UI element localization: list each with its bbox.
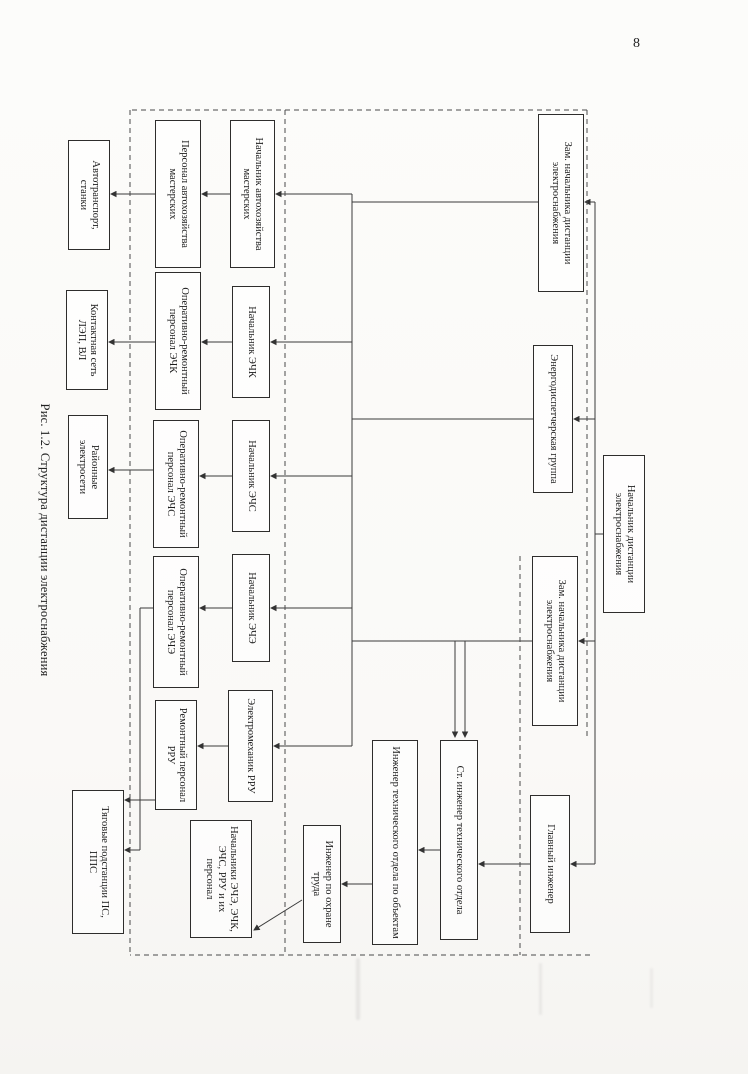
- node-staff-echk: Оперативно-ремонтный персонал ЭЧК: [155, 272, 201, 410]
- node-fac-auto-label: Автотранспорт, станки: [78, 160, 101, 230]
- node-root-label: Начальник дистанции электроснабжения: [613, 484, 636, 584]
- node-staff-eche: Оперативно-ремонтный персонал ЭЧЭ: [153, 556, 199, 688]
- node-heads-group-label: Начальники ЭЧЭ, ЭЧК, ЭЧС, РРУ и их персо…: [204, 826, 239, 932]
- node-head-echs: Начальник ЭЧС: [232, 420, 270, 532]
- dashed-level-separators: [129, 109, 590, 956]
- node-fac-traction-label: Тяговые подстанции ПС, ППС: [87, 806, 110, 918]
- node-staff-rru-label: Ремонтный персонал РРУ: [165, 707, 188, 803]
- node-chief-engineer-label: Главный инженер: [544, 824, 556, 904]
- node-head-echk-label: Начальник ЭЧК: [245, 306, 257, 378]
- node-staff-auto: Персонал автохозяйства мастерских: [155, 120, 201, 268]
- solid-connectors: [108, 190, 603, 931]
- node-staff-echk-label: Оперативно-ремонтный персонал ЭЧК: [167, 287, 190, 395]
- node-fac-contact-label: Контактная сеть ЛЭП, ВЛ: [76, 303, 99, 377]
- node-staff-echs-label: Оперативно-ремонтный персонал ЭЧС: [165, 430, 188, 538]
- node-deputy1: Зам. начальника дистанции электроснабжен…: [538, 114, 584, 292]
- node-head-auto: Начальник автохозяйства мастерских: [230, 120, 275, 268]
- node-senior-tech-engineer: Ст. инженер технического отдела: [440, 740, 478, 940]
- node-fac-contact: Контактная сеть ЛЭП, ВЛ: [66, 290, 108, 390]
- node-head-echs-label: Начальник ЭЧС: [245, 440, 257, 512]
- node-staff-echs: Оперативно-ремонтный персонал ЭЧС: [153, 420, 199, 548]
- node-electromech-rru: Электромеханик РРУ: [228, 690, 273, 802]
- node-electromech-rru-label: Электромеханик РРУ: [245, 698, 257, 794]
- node-head-echk: Начальник ЭЧК: [232, 286, 270, 398]
- figure-caption: Рис. 1.2. Структура дистанции электросна…: [38, 403, 52, 677]
- node-fac-regional-label: Районные электросети: [77, 439, 100, 495]
- node-chief-engineer: Главный инженер: [530, 795, 570, 933]
- node-deputy1-label: Зам. начальника дистанции электроснабжен…: [550, 141, 573, 265]
- node-heads-group: Начальники ЭЧЭ, ЭЧК, ЭЧС, РРУ и их персо…: [190, 820, 252, 938]
- node-head-eche: Начальник ЭЧЭ: [232, 554, 270, 662]
- scan-artifact: [650, 968, 653, 1008]
- node-deputy2: Зам. начальника дистанции электроснабжен…: [532, 556, 578, 726]
- node-safety-engineer-label: Инженер по охране труда: [311, 840, 334, 928]
- node-fac-auto: Автотранспорт, станки: [68, 140, 110, 250]
- node-staff-rru: Ремонтный персонал РРУ: [155, 700, 197, 810]
- node-tech-engineer-objects: Инженер технического отдела по объектам: [372, 740, 418, 945]
- node-staff-eche-label: Оперативно-ремонтный персонал ЭЧЭ: [165, 568, 188, 676]
- scan-artifact: [539, 963, 542, 1015]
- node-fac-traction: Тяговые подстанции ПС, ППС: [72, 790, 124, 934]
- node-head-eche-label: Начальник ЭЧЭ: [245, 572, 257, 644]
- node-deputy2-label: Зам. начальника дистанции электроснабжен…: [544, 579, 567, 703]
- node-dispatch-group: Энергодиспетчерская группа: [533, 345, 573, 493]
- scan-artifact: [356, 958, 360, 1020]
- node-head-auto-label: Начальник автохозяйства мастерских: [241, 137, 265, 251]
- node-root: Начальник дистанции электроснабжения: [603, 455, 645, 613]
- node-tech-engineer-objects-label: Инженер технического отдела по объектам: [389, 746, 401, 939]
- page-number: 8: [633, 36, 640, 51]
- node-safety-engineer: Инженер по охране труда: [303, 825, 341, 943]
- node-dispatch-group-label: Энергодиспетчерская группа: [547, 354, 559, 484]
- node-staff-auto-label: Персонал автохозяйства мастерских: [167, 140, 190, 248]
- node-senior-tech-engineer-label: Ст. инженер технического отдела: [453, 765, 465, 915]
- node-fac-regional: Районные электросети: [68, 415, 108, 519]
